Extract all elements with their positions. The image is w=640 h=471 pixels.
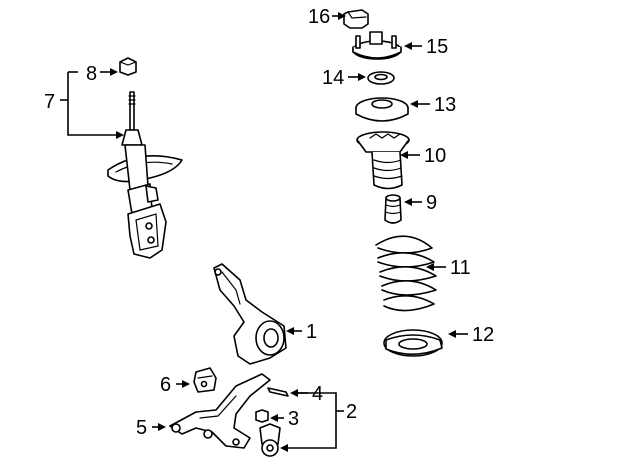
svg-text:4: 4: [312, 383, 323, 405]
callout-15: 15: [404, 36, 448, 58]
part-6-bracket: [193, 367, 217, 393]
callout-10: 10: [400, 145, 446, 167]
callout-8: 8: [86, 63, 118, 85]
svg-text:15: 15: [426, 36, 448, 58]
callout-11: 11: [426, 257, 471, 279]
svg-text:6: 6: [160, 374, 171, 396]
part-12-insulator: [383, 329, 443, 357]
part-5-control-arm: [169, 373, 271, 449]
svg-text:16: 16: [308, 6, 330, 28]
part-13-bearing: [355, 97, 409, 122]
svg-text:10: 10: [424, 145, 446, 167]
part-11-coil-spring: [375, 235, 437, 312]
part-10-dust-boot: [356, 131, 410, 190]
svg-text:1: 1: [306, 321, 317, 343]
callout-9: 9: [404, 192, 437, 214]
callout-3: 3: [270, 408, 299, 430]
part-8-nut: [119, 57, 137, 76]
part-1-knuckle: [213, 263, 287, 365]
svg-text:8: 8: [86, 63, 97, 85]
svg-text:2: 2: [346, 401, 357, 423]
callout-12: 12: [448, 324, 494, 346]
callout-6: 6: [160, 374, 190, 396]
svg-text:11: 11: [450, 257, 471, 279]
callout-16: 16: [308, 6, 346, 28]
callout-5: 5: [136, 417, 166, 439]
part-9-bump-stop: [384, 194, 402, 224]
svg-text:13: 13: [434, 94, 456, 116]
svg-text:3: 3: [288, 408, 299, 430]
svg-text:9: 9: [426, 192, 437, 214]
callout-14: 14: [322, 67, 366, 89]
callout-2: 2: [280, 392, 357, 452]
callout-7: 7: [44, 71, 124, 139]
part-3-nut: [255, 409, 269, 423]
part-4-bolt: [267, 387, 289, 397]
part-16-nut: [343, 9, 369, 29]
part-2-ball-joint: [259, 423, 281, 457]
part-15-upper-mount: [352, 31, 402, 60]
svg-text:14: 14: [322, 67, 344, 89]
callout-13: 13: [410, 94, 456, 116]
svg-text:5: 5: [136, 417, 147, 439]
callout-4: 4: [290, 383, 323, 405]
part-14-washer: [367, 71, 395, 85]
callout-1: 1: [286, 321, 317, 343]
svg-text:12: 12: [472, 324, 494, 346]
svg-text:7: 7: [44, 91, 55, 113]
part-7-strut: [107, 91, 183, 259]
